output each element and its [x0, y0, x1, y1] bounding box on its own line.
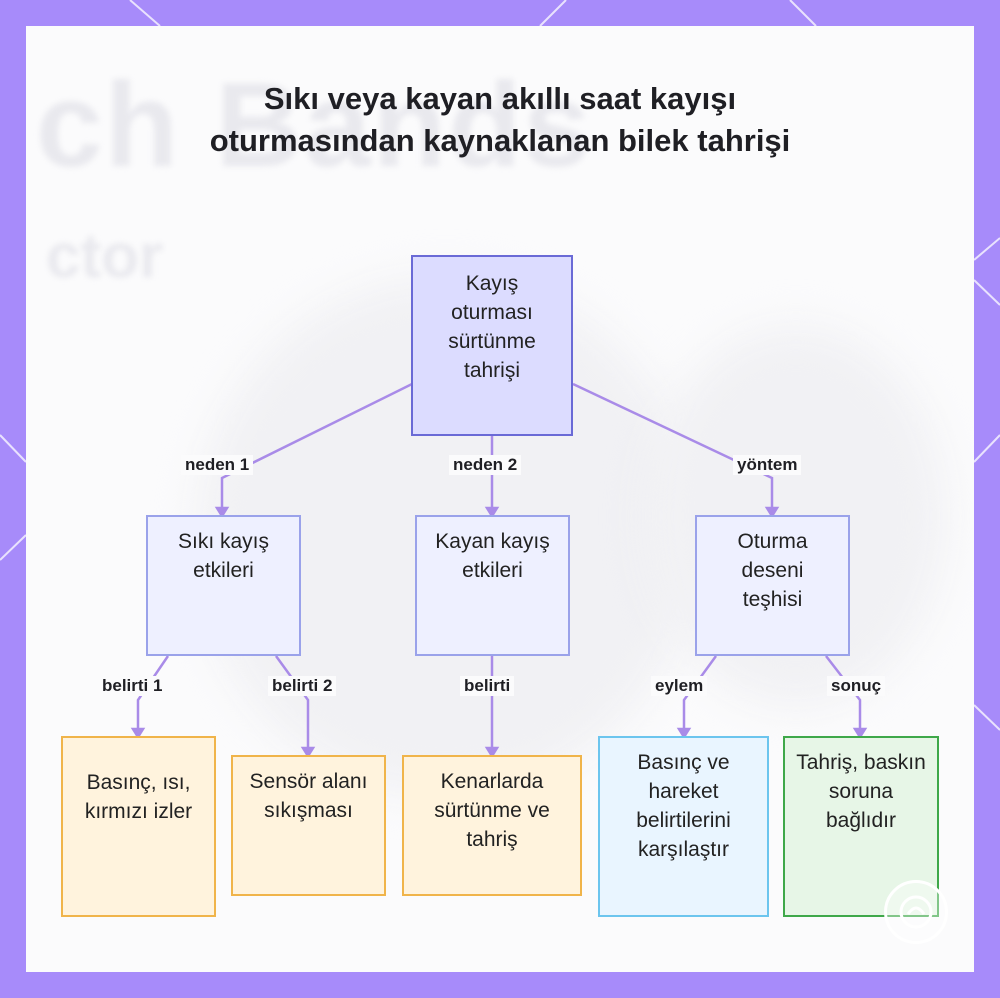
edge-tight-sensor	[274, 655, 316, 759]
node-label: Kenarlarda sürtünme ve tahriş	[434, 770, 550, 851]
edge-fit-result	[825, 655, 868, 740]
logo-badge	[884, 880, 948, 944]
edge-label-cause1: neden 1	[181, 455, 254, 475]
edge-label-action: eylem	[651, 676, 708, 696]
edge-label-symptom1: belirti 1	[98, 676, 167, 696]
edge-tight-pressure	[130, 655, 170, 740]
node-compare-symptoms: Basınç ve hareket belirtilerini karşılaş…	[598, 736, 769, 917]
node-edge-friction: Kenarlarda sürtünme ve tahriş	[402, 755, 582, 896]
node-root-strap-fit-irritation: Kayış oturması sürtünme tahrişi	[411, 255, 573, 436]
edge-label-method: yöntem	[733, 455, 802, 475]
edge-label-symptom2: belirti 2	[268, 676, 337, 696]
node-fit-pattern-diagnosis: Oturma deseni teşhisi	[695, 515, 850, 656]
edge-fit-compare	[676, 655, 718, 740]
node-label: Kayış oturması sürtünme tahrişi	[448, 272, 536, 382]
diagram-title: Sıkı veya kayan akıllı saat kayışı oturm…	[209, 81, 791, 158]
node-label: Kayan kayış etkileri	[435, 530, 550, 582]
edge-label-cause2: neden 2	[449, 455, 522, 475]
node-label: Sensör alanı sıkışması	[249, 770, 368, 822]
edge-label-symptom: belirti	[460, 676, 515, 696]
logo-icon	[899, 895, 933, 929]
edge-root-loose	[484, 436, 500, 519]
edge-label-outcome: sonuç	[827, 676, 886, 696]
node-sensor-area-compression: Sensör alanı sıkışması	[231, 755, 386, 896]
edge-root-tight	[214, 382, 413, 519]
edge-loose-edges	[484, 656, 500, 759]
node-tight-strap-effects: Sıkı kayış etkileri	[146, 515, 301, 656]
node-pressure-heat-marks: Basınç, ısı, kırmızı izler	[61, 736, 216, 917]
node-label: Basınç, ısı, kırmızı izler	[84, 771, 193, 823]
node-label: Oturma deseni teşhisi	[737, 530, 808, 611]
node-label: Tahriş, baskın soruna bağlıdır	[796, 751, 926, 832]
edge-root-fit	[572, 382, 780, 519]
node-label: Basınç ve hareket belirtilerini karşılaş…	[636, 751, 731, 861]
node-loose-strap-effects: Kayan kayış etkileri	[415, 515, 570, 656]
node-label: Sıkı kayış etkileri	[177, 530, 270, 582]
